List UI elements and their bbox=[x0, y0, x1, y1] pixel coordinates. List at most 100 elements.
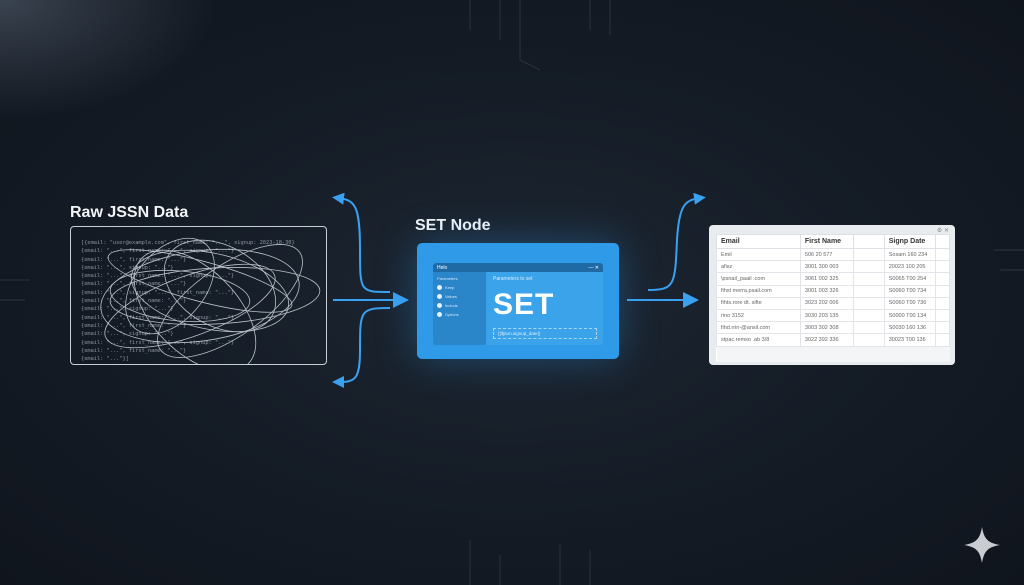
table-cell: \psnail_paail .com bbox=[716, 272, 801, 286]
table-cell bbox=[853, 296, 885, 310]
table-cell: S0065 T00 254 bbox=[883, 272, 937, 286]
expression-input[interactable]: {{$json.signup_date}} bbox=[493, 328, 597, 339]
set-node-card[interactable]: Helo — ✕ Parameters Keep Values Include … bbox=[417, 243, 619, 359]
table-cell bbox=[935, 308, 950, 323]
raw-json-line: {email: "...", first_name: "..."} bbox=[81, 347, 187, 354]
set-node-window: Helo — ✕ Parameters Keep Values Include … bbox=[433, 263, 603, 345]
sidebar-heading: Parameters bbox=[437, 276, 458, 281]
table-cell bbox=[853, 272, 885, 286]
raw-json-line: {email: "...", signup: "..."} bbox=[81, 331, 174, 338]
table-cell: rino 3152 bbox=[716, 308, 801, 323]
set-main-panel: Parameters to set SET {{$json.signup_dat… bbox=[493, 276, 597, 345]
window-titlebar: Helo — ✕ bbox=[433, 263, 603, 272]
raw-json-line: {email: "...", first_name: "...", signup… bbox=[81, 314, 235, 321]
raw-json-line: {email: "..."}] bbox=[81, 356, 129, 363]
option-icon bbox=[437, 303, 442, 308]
table-cell: S0060 T00 736 bbox=[883, 296, 937, 310]
table-cell: 30023 T00 136 bbox=[883, 333, 937, 347]
table-cell: 3030 203 135 bbox=[799, 308, 855, 323]
table-cell: S0030 160 136 bbox=[883, 321, 937, 335]
window-title: Helo bbox=[437, 264, 448, 271]
set-big-label: SET bbox=[493, 288, 555, 321]
column-header[interactable]: First Name bbox=[799, 234, 855, 249]
raw-json-line: {email: "...", first_name: "..."} bbox=[81, 256, 187, 263]
sidebar-item[interactable]: Include bbox=[437, 303, 482, 308]
table-cell: 20023 100 205 bbox=[883, 260, 937, 274]
table-cell bbox=[935, 296, 950, 310]
table-cell bbox=[935, 247, 950, 262]
table-cell: S0000 T00 134 bbox=[883, 308, 937, 323]
sidebar-item[interactable]: Options bbox=[437, 312, 482, 317]
panel-controls-icon[interactable]: ⚙ ✕ bbox=[936, 228, 949, 234]
sidebar-item-label: Include bbox=[445, 303, 458, 308]
column-header[interactable]: Email bbox=[716, 234, 801, 249]
arrow-up-right bbox=[647, 192, 706, 291]
table-cell bbox=[935, 284, 950, 298]
sparkle-icon bbox=[964, 527, 1000, 563]
column-header[interactable]: Signp Date bbox=[883, 234, 937, 249]
set-sidebar: Parameters Keep Values Include Options bbox=[433, 272, 486, 345]
corner-glow bbox=[0, 0, 220, 120]
table-cell: 3061 002 325 bbox=[799, 272, 855, 286]
table-cell: Emil bbox=[716, 247, 801, 262]
table-cell: 506 20 577 bbox=[799, 247, 855, 262]
sidebar-item-label: Keep bbox=[445, 285, 455, 290]
raw-json-line: {email: "...", first_name: "..."} bbox=[81, 281, 187, 288]
table-cell: fihts.rore dt. sifte bbox=[716, 296, 801, 310]
table-cell bbox=[853, 321, 885, 335]
raw-json-line: {email: "...", first_name: "...", signup… bbox=[81, 273, 235, 280]
raw-json-line: {email: "...", signup: "..."} bbox=[81, 306, 174, 313]
sidebar-item[interactable]: Keep bbox=[437, 285, 482, 290]
arrow-up-left bbox=[332, 192, 391, 293]
table-cell bbox=[935, 321, 950, 335]
table-cell bbox=[853, 333, 885, 347]
raw-data-title: Raw JSSN Data bbox=[70, 204, 189, 221]
table-cell: fihst merra.psail.com bbox=[716, 284, 801, 298]
tangle-scribble bbox=[100, 237, 321, 365]
raw-json-line: {email: "...", first_name: "..."} bbox=[81, 298, 187, 305]
column-header[interactable] bbox=[853, 234, 885, 249]
raw-json-line: [{email: "user@example.com", first_name:… bbox=[81, 240, 295, 246]
table-cell: 3001 300 003 bbox=[799, 260, 855, 274]
table-cell bbox=[853, 284, 885, 298]
table-cell: 3001 003 326 bbox=[799, 284, 855, 298]
table-cell bbox=[853, 260, 885, 274]
option-icon bbox=[437, 312, 442, 317]
table-cell: Sosam 160 234 bbox=[883, 247, 937, 262]
raw-json-line: {email: "...", first_name: "...", signup… bbox=[81, 248, 235, 255]
raw-json-line: {email: "...", signup: "...", first_name… bbox=[81, 289, 235, 296]
option-icon bbox=[437, 285, 442, 290]
table-cell bbox=[853, 308, 885, 323]
table-cell: stpac.remso .ab 3/8 bbox=[716, 333, 801, 347]
set-node-title: SET Node bbox=[415, 217, 491, 234]
table-cell: 3003 302 308 bbox=[799, 321, 855, 335]
table-cell: S0060 T00 734 bbox=[883, 284, 937, 298]
window-controls-icon[interactable]: — ✕ bbox=[588, 264, 599, 271]
sidebar-item-label: Values bbox=[445, 294, 457, 299]
sidebar-item-label: Options bbox=[445, 312, 459, 317]
table-cell: 3023 202 006 bbox=[799, 296, 855, 310]
table-cell: fihd.rrin-@ansil.com bbox=[716, 321, 801, 335]
column-header[interactable] bbox=[935, 234, 950, 249]
arrow-down-left bbox=[332, 307, 391, 388]
table-cell bbox=[935, 272, 950, 286]
table-empty-row bbox=[716, 346, 950, 362]
raw-json-line: {email: "...", first_name: "..."} bbox=[81, 322, 187, 329]
option-icon bbox=[437, 294, 442, 299]
table-cell: afisz bbox=[716, 260, 801, 274]
table-cell bbox=[935, 333, 950, 347]
raw-json-line: {email: "...", signup: "..."} bbox=[81, 264, 174, 271]
sidebar-item[interactable]: Values bbox=[437, 294, 482, 299]
